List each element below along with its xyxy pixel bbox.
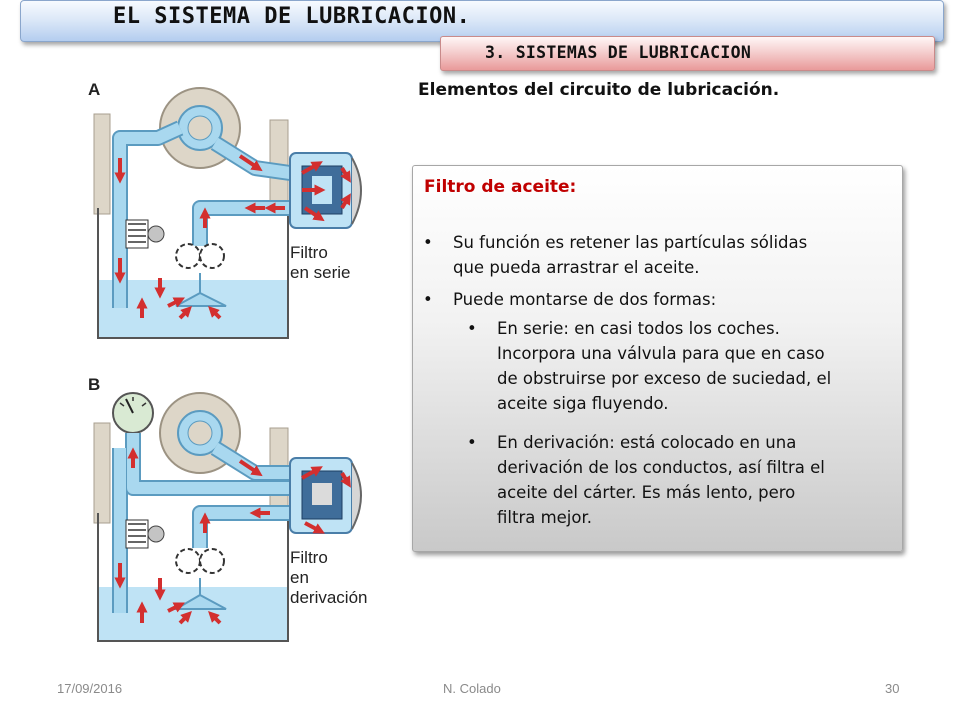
engine-block-left-b [93, 422, 111, 524]
bullet-dot: • [467, 319, 477, 338]
bullet-dot: • [467, 433, 477, 452]
oil-sump-b [97, 513, 289, 642]
bullet-bypass: • En derivación: está colocado en una de… [467, 430, 887, 530]
oil-pump-b [175, 548, 225, 574]
bullet-line: Puede montarse de dos formas: [453, 290, 717, 309]
oil-filter-info-box: Filtro de aceite: • Su función es retene… [412, 165, 903, 552]
footer-date: 17/09/2016 [57, 681, 123, 696]
panel-b: B [88, 375, 368, 642]
section-heading: Elementos del circuito de lubricación. [418, 80, 780, 100]
pressure-gauge-icon [112, 392, 154, 434]
slide-title: EL SISTEMA DE LUBRICACION. [113, 4, 471, 29]
panel-a: A [88, 80, 362, 339]
oil-sump [97, 208, 289, 339]
bullet-line: aceite del cárter. Es más lento, pero [497, 483, 796, 502]
filter-in-series [289, 152, 362, 229]
bullet-line: Su función es retener las partículas sól… [453, 233, 808, 252]
panel-b-caption: Filtro en derivación [290, 548, 368, 607]
info-box-heading: Filtro de aceite: [424, 177, 577, 197]
bullet-line: En derivación: está colocado en una [497, 433, 797, 452]
bullet-line: que pueda arrastrar el aceite. [453, 258, 700, 277]
bullet-function: • Su función es retener las partículas s… [423, 230, 883, 280]
footer-author: N. Colado [443, 681, 501, 696]
bullet-line: derivación de los conductos, así filtra … [497, 458, 825, 477]
footer-page-number: 30 [885, 681, 900, 696]
panel-a-letter: A [88, 80, 100, 99]
panel-a-caption: Filtro en serie [290, 243, 350, 282]
panel-b-letter: B [88, 375, 100, 394]
engine-block-left [93, 113, 111, 215]
bullet-dot: • [423, 233, 433, 252]
bullet-line: aceite siga fluyendo. [497, 394, 669, 413]
subtitle-bar: 3. SISTEMAS DE LUBRICACION [440, 36, 935, 71]
oil-level [99, 280, 287, 337]
bullet-line: En serie: en casi todos los coches. [497, 319, 780, 338]
oil-pump [175, 243, 225, 269]
bullet-dot: • [423, 290, 433, 309]
bullet-line: Incorpora una válvula para que en caso [497, 344, 825, 363]
bullet-series: • En serie: en casi todos los coches. In… [467, 316, 887, 416]
title-bar: EL SISTEMA DE LUBRICACION. [20, 0, 944, 42]
filter-in-bypass [289, 457, 362, 534]
bullet-mounting: • Puede montarse de dos formas: [423, 287, 883, 312]
bullet-line: filtra mejor. [497, 508, 593, 527]
oil-level-b [99, 587, 287, 640]
slide-subtitle: 3. SISTEMAS DE LUBRICACION [485, 43, 752, 62]
lubrication-circuit-diagram: A [88, 80, 368, 642]
bullet-line: de obstruirse por exceso de suciedad, el [497, 369, 832, 388]
